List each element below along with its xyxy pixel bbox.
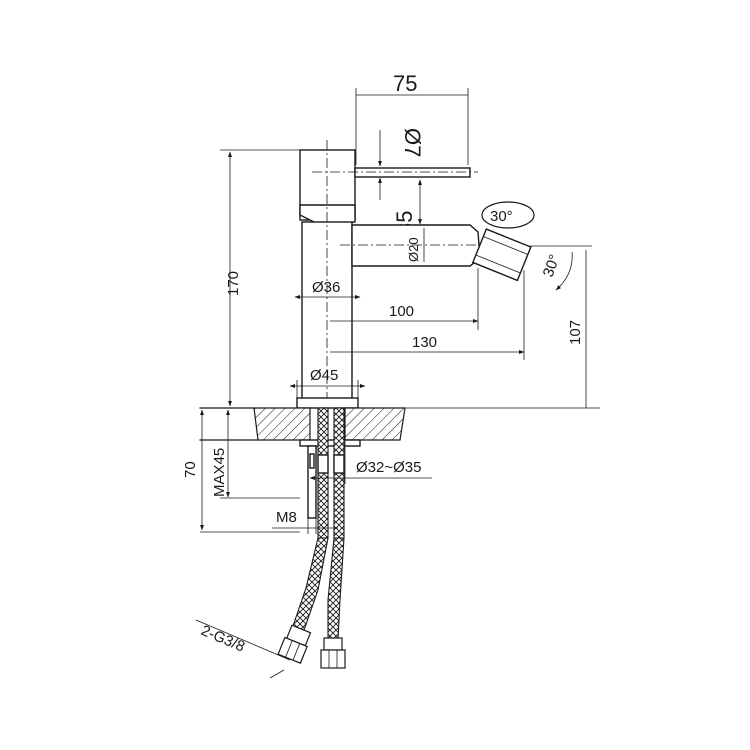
dim-lever-diameter: Ø7 bbox=[378, 128, 425, 200]
tilt-bubble bbox=[481, 201, 535, 229]
dim-d32-35-label: Ø32~Ø35 bbox=[356, 459, 421, 476]
dim-d45-label: Ø45 bbox=[310, 367, 338, 384]
hose-left bbox=[292, 537, 329, 631]
dim-100-label: 100 bbox=[389, 303, 414, 320]
dim-deck-thickness: 70 MAX45 bbox=[182, 409, 300, 533]
dim-body-diameter: Ø36 bbox=[294, 279, 361, 299]
dim-75-label: 75 bbox=[393, 71, 417, 96]
dim-d20-label: Ø20 bbox=[406, 237, 421, 262]
threaded-rod bbox=[307, 445, 317, 519]
dim-rod-thread: M8 bbox=[272, 505, 338, 534]
dim-d7-label: Ø7 bbox=[400, 128, 425, 157]
dim-30-angle-label: 30° bbox=[540, 252, 564, 279]
dim-107-label: 107 bbox=[567, 320, 584, 345]
dim-hole-diameter: Ø32~Ø35 bbox=[309, 440, 432, 484]
dim-spout-reach: 100 130 bbox=[330, 268, 525, 360]
deck-left bbox=[253, 407, 311, 441]
dim-nozzle-angle: 30° bbox=[530, 245, 592, 291]
dim-d36-label: Ø36 bbox=[312, 279, 340, 296]
dim-170-label: 170 bbox=[225, 271, 242, 296]
dim-130-label: 130 bbox=[412, 334, 437, 351]
dim-max45-label: MAX45 bbox=[211, 448, 228, 497]
dim-70-label: 70 bbox=[182, 461, 199, 478]
hoses bbox=[277, 537, 346, 669]
spout-group: Ø20 bbox=[340, 224, 532, 282]
dim-nozzle-tilt: 30° bbox=[481, 201, 535, 229]
dim-g38-label: 2-G3/8 bbox=[198, 622, 247, 656]
hose-nut-left bbox=[277, 624, 312, 664]
lever-group bbox=[299, 149, 478, 226]
dim-30-tilt-label: 30° bbox=[490, 208, 513, 225]
dim-total-height: 170 bbox=[220, 149, 300, 407]
nozzle bbox=[471, 228, 532, 282]
dim-lever-length: 75 bbox=[355, 71, 469, 165]
hose-right bbox=[327, 537, 345, 641]
dim-outlet-height: 107 bbox=[370, 250, 600, 409]
base-flange bbox=[296, 397, 359, 409]
lever-arm bbox=[354, 167, 471, 178]
hose-nut-right bbox=[320, 637, 346, 669]
deck-section bbox=[199, 407, 406, 441]
base-group: Ø45 bbox=[289, 367, 366, 409]
dim-m8-label: M8 bbox=[276, 509, 297, 526]
deck-right bbox=[344, 407, 406, 441]
dim-hose-connection: 2-G3/8 bbox=[195, 619, 291, 679]
